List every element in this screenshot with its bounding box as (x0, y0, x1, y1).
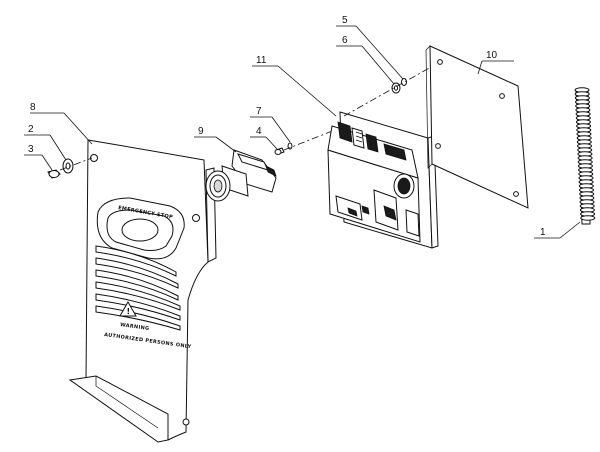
assembly-axis-module-screw (343, 61, 441, 117)
callout-7: 7 (256, 106, 262, 117)
cover-louvers (95, 245, 181, 331)
callout-9: 9 (198, 126, 204, 137)
callout-leaders (24, 25, 581, 239)
screw-part-5 (401, 78, 407, 86)
callout-2: 2 (28, 124, 34, 135)
callout-5: 5 (342, 15, 348, 26)
conduit-ridge (580, 215, 596, 221)
callout-3: 3 (28, 144, 34, 155)
callout-11: 11 (256, 55, 267, 66)
washer-part-7 (287, 142, 293, 150)
screw-part-4 (274, 147, 285, 155)
washer-part-2 (62, 158, 74, 174)
callout-1: 1 (540, 227, 546, 238)
callout-4: 4 (256, 126, 262, 137)
rear-plate-part-10 (425, 45, 529, 209)
control-module-part-11 (327, 111, 439, 249)
callout-10: 10 (486, 50, 498, 61)
callout-6: 6 (342, 35, 348, 46)
front-cover-part-8: EMERGENCY STOP ! WARNING AUTHORIZED PERS… (68, 139, 217, 443)
warning-label: WARNING (120, 322, 150, 332)
callout-numbers: 8 2 3 9 7 4 11 5 6 10 1 (28, 15, 546, 238)
assembly-axis-screw (59, 157, 93, 171)
warning-triangle-icon (119, 300, 137, 317)
emergency-stop-button-part-9 (205, 149, 277, 202)
flex-conduit-part-1 (574, 87, 596, 225)
svg-text:!: ! (127, 307, 131, 316)
screw-part-3 (47, 169, 61, 179)
callout-8: 8 (30, 102, 36, 113)
